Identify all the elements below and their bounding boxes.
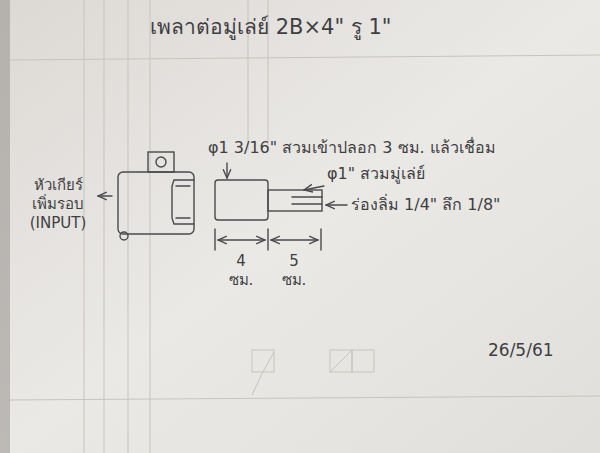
pencil-drawing [98,152,347,250]
keyway [292,197,322,204]
pulley-section [268,190,322,211]
leader-line [304,186,324,190]
bolt [120,232,128,240]
gearbox-tab [148,152,174,172]
sleeve-section [215,180,268,220]
callout-note: ร่องลิ่ม 1/4" ลึก 1/8" [351,195,500,215]
callout-note: φ1" สวมมู่เล่ย์ [327,164,425,184]
leader-line [226,163,227,178]
dimension-line [271,239,318,240]
input-arrow [98,195,112,196]
output-socket [172,180,194,224]
dimension-line [218,239,265,240]
gearbox-body [118,172,194,234]
socket-lines [176,186,190,218]
page-shadow [0,0,10,453]
input-label: หัวเกียร์ เพิ่มรอบ (INPUT) [24,176,92,232]
dimension-tick [267,229,268,250]
callout-note: φ1 3/16" สวมเข้าปลอก 3 ซม. แล้วเชื่อม [208,138,496,158]
dimension-tick [320,229,321,250]
form-lines [10,0,600,453]
leader-line [326,204,347,205]
dimension-label: 5 ซม. [278,252,310,290]
date-note: 26/5/61 [488,340,554,361]
dimension-label: 4 ซม. [225,252,257,290]
sketch-title: เพลาต่อมู่เล่ย์ 2B×4" รู 1" [150,14,391,40]
tab-hole [156,157,166,167]
dimension-tick [214,229,215,250]
